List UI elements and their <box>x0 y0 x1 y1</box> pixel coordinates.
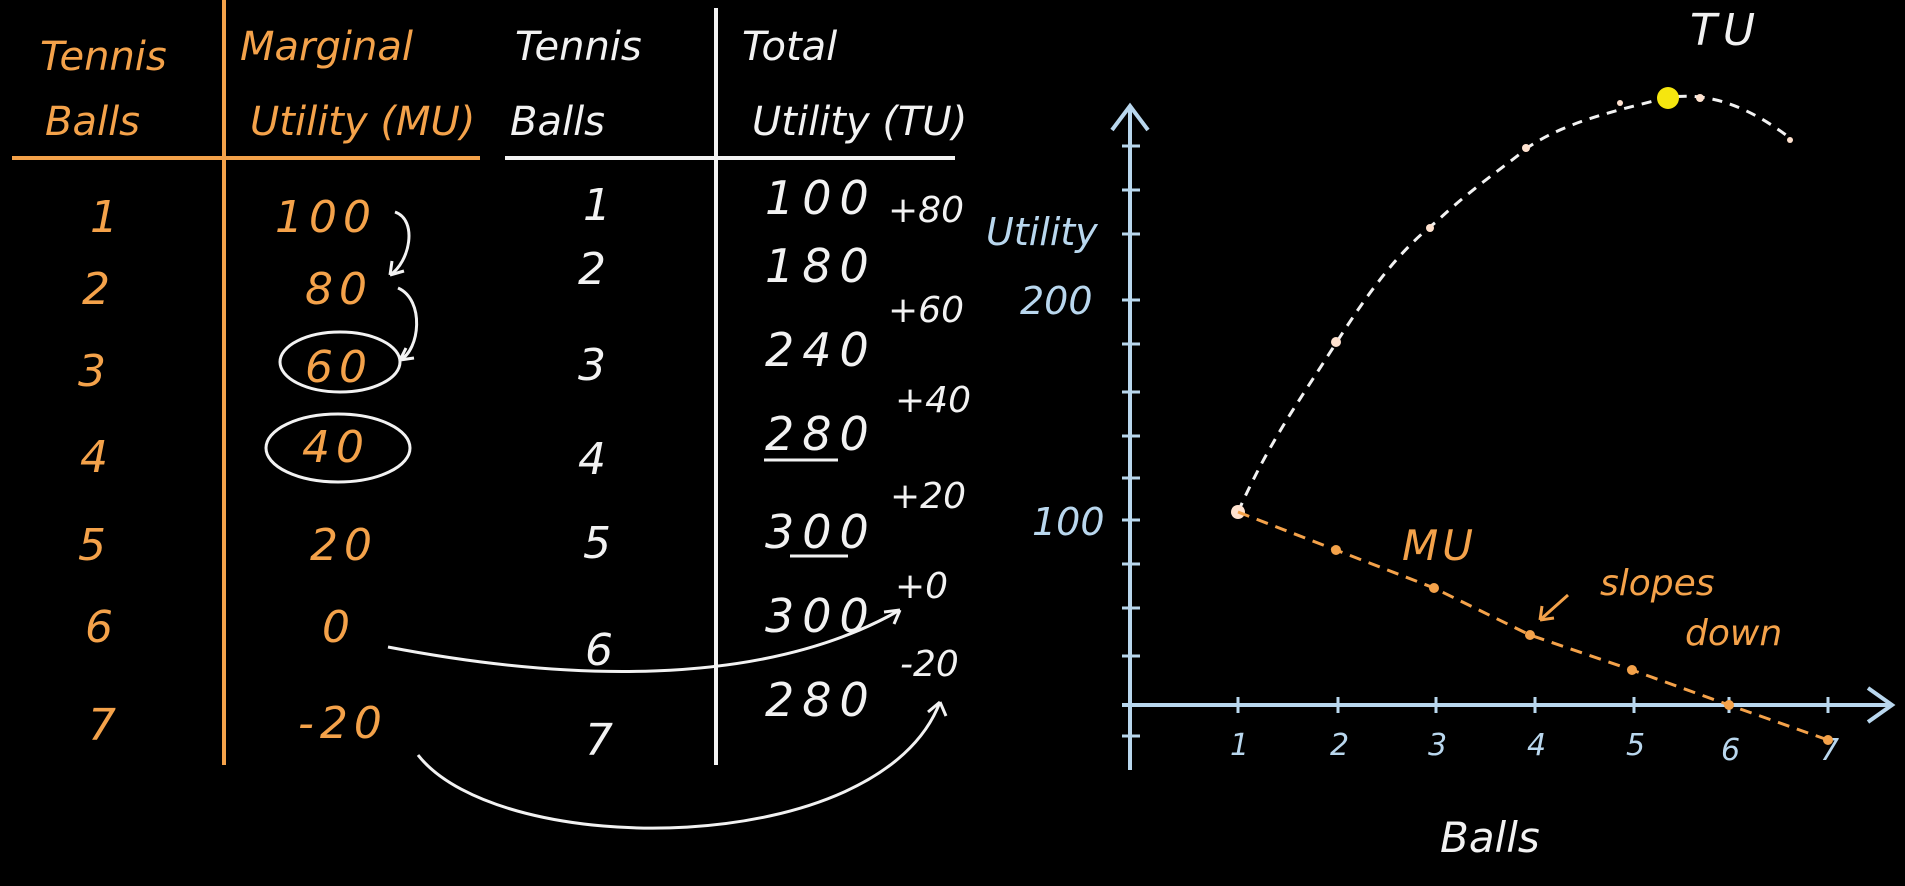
tu-diff-3: +40 <box>895 380 971 421</box>
circle-around-40 <box>264 412 412 484</box>
mu-row-6-balls: 6 <box>85 602 113 653</box>
slopes-down-annotation-line2: down <box>1685 613 1782 654</box>
mu-point-4 <box>1525 630 1535 640</box>
mu-row-7-value: -20 <box>298 698 388 749</box>
mu-row-3-value: 60 <box>305 342 373 393</box>
tu-point-1 <box>1231 505 1245 519</box>
tu-diff-6: -20 <box>900 644 959 685</box>
mu-row-3-balls: 3 <box>78 346 106 397</box>
mu-point-7 <box>1823 735 1833 745</box>
mu-point-3 <box>1429 583 1439 593</box>
tu-table-header-balls-line2: Balls <box>510 99 605 145</box>
tu-row-2-value: 180 <box>765 239 877 293</box>
tu-point-3 <box>1426 224 1434 232</box>
y-tick-label-100: 100 <box>1032 500 1105 544</box>
tu-point-4 <box>1522 144 1530 152</box>
mu-row-2-balls: 2 <box>82 264 110 315</box>
tu-row-3-balls: 3 <box>578 340 606 391</box>
tu-max-point <box>1657 87 1679 109</box>
tu-table-header-tu-line2: Utility (TU) <box>752 99 967 145</box>
arrow-80-to-60-head <box>398 347 415 362</box>
mu-point-2 <box>1331 545 1341 555</box>
tu-point-7 <box>1787 137 1793 143</box>
arrow-mu-neg20-to-tu280 <box>416 701 942 830</box>
arrow-80-to-60 <box>397 286 419 362</box>
mu-table-header-balls-line1: Tennis <box>40 34 167 80</box>
tu-diff-5: +0 <box>895 566 948 607</box>
tu-row-4-balls: 4 <box>578 434 606 485</box>
tu-row-6-value: 300 <box>765 589 877 643</box>
tu-row-5-balls: 5 <box>583 518 611 569</box>
y-tick-marks <box>1122 144 1140 738</box>
tu-diff-2: +60 <box>888 290 964 331</box>
y-tick-label-200: 200 <box>1020 279 1093 323</box>
slopes-down-annotation-line1: slopes <box>1600 563 1715 604</box>
tu-row-4-value: 280 <box>765 407 877 461</box>
x-tick-label-6: 6 <box>1721 733 1740 768</box>
mu-row-4-balls: 4 <box>80 432 108 483</box>
mu-row-1-value: 100 <box>275 192 377 243</box>
x-tick-label-2: 2 <box>1330 728 1349 763</box>
tu-curve <box>1236 94 1791 513</box>
x-tick-label-5: 5 <box>1626 728 1645 763</box>
arrow-100-to-80-head <box>388 260 405 277</box>
tu-point-5 <box>1617 100 1623 106</box>
tu-point-2 <box>1331 337 1341 347</box>
y-axis-arrowhead <box>1110 102 1150 132</box>
tu-table: Tennis Balls Total Utility (TU) 1 2 3 4 … <box>387 8 971 830</box>
utility-graph: Utility Balls 200 100 1 2 3 4 5 6 7 TU M… <box>986 5 1896 862</box>
mu-point-6 <box>1724 700 1734 710</box>
tu-point-6 <box>1696 94 1704 102</box>
mu-row-5-balls: 5 <box>78 520 106 571</box>
tu-row-1-value: 100 <box>765 171 877 225</box>
arrow-mu0-to-tu300 <box>387 608 901 673</box>
tu-curve-label: TU <box>1690 5 1761 56</box>
slopes-down-arrow <box>1539 593 1569 622</box>
mu-point-5 <box>1627 665 1637 675</box>
tu-row-6-balls: 6 <box>585 625 613 676</box>
tu-table-header-balls-line1: Tennis <box>515 24 642 70</box>
tu-diff-4: +20 <box>890 476 966 517</box>
tu-row-2-balls: 2 <box>578 244 606 295</box>
x-tick-label-3: 3 <box>1428 728 1447 763</box>
x-axis-arrowhead <box>1866 686 1896 724</box>
mu-row-5-value: 20 <box>310 520 378 571</box>
tu-table-header-tu-line1: Total <box>742 24 837 70</box>
tu-row-1-balls: 1 <box>583 180 611 231</box>
tu-row-7-value: 280 <box>765 673 877 727</box>
arrow-100-to-80 <box>389 210 411 277</box>
mu-row-7-balls: 7 <box>88 700 116 751</box>
tu-row-3-value: 240 <box>765 323 877 377</box>
slopes-down-arrow-head <box>1538 605 1555 622</box>
mu-table-header-mu-line1: Marginal <box>240 24 413 70</box>
x-axis-label: Balls <box>1440 813 1540 862</box>
mu-row-2-value: 80 <box>305 264 373 315</box>
mu-curve-label: MU <box>1402 521 1477 570</box>
mu-row-4-value: 40 <box>302 422 370 473</box>
mu-table: Tennis Balls Marginal Utility (MU) 1 2 3… <box>12 0 480 765</box>
tu-row-5-value: 300 <box>765 505 877 559</box>
x-tick-label-4: 4 <box>1527 728 1546 763</box>
mu-row-6-value: 0 <box>322 602 350 653</box>
circle-around-60 <box>278 330 402 394</box>
mu-table-header-balls-line2: Balls <box>45 99 140 145</box>
x-tick-label-1: 1 <box>1230 728 1249 763</box>
arrow-mu0-to-tu300-head <box>883 608 902 625</box>
tu-diff-1: +80 <box>888 190 964 231</box>
x-tick-marks <box>1236 697 1830 713</box>
tu-row-7-balls: 7 <box>585 715 613 766</box>
mu-row-1-balls: 1 <box>90 192 118 243</box>
y-axis-label: Utility <box>986 210 1098 254</box>
arrow-mu-neg20-to-tu280-head <box>927 700 948 717</box>
mu-table-header-mu-line2: Utility (MU) <box>250 99 475 145</box>
